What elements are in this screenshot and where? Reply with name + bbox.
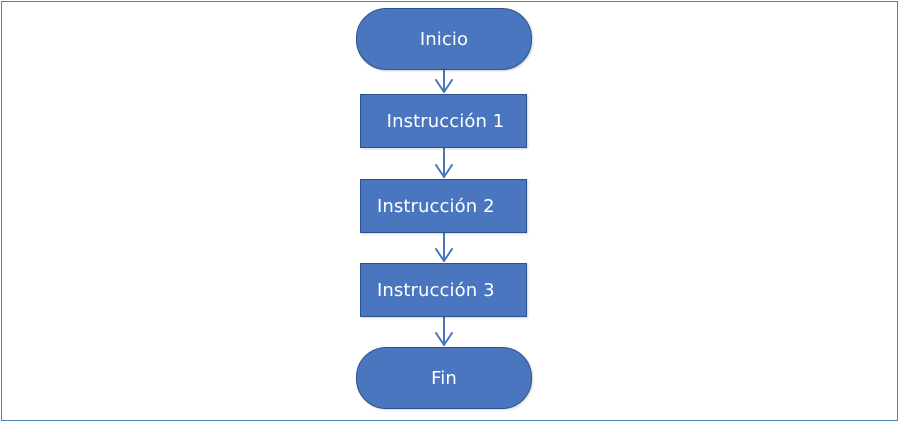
arrow-instruction-1-to-instruction-2 (435, 147, 453, 178)
instruction-2-node: Instrucción 2 (360, 179, 527, 233)
arrow-start-to-instruction-1 (435, 69, 453, 93)
start-node: Inicio (356, 8, 532, 70)
end-node: Fin (356, 347, 532, 409)
instruction-1-label: Instrucción 1 (386, 110, 505, 132)
arrow-instruction-2-to-instruction-3 (435, 232, 453, 262)
end-node-label: Fin (431, 367, 457, 389)
instruction-3-label: Instrucción 3 (377, 279, 495, 301)
arrow-instruction-3-to-end (435, 316, 453, 346)
instruction-3-node: Instrucción 3 (360, 263, 527, 317)
instruction-1-node: Instrucción 1 (360, 94, 527, 148)
instruction-2-label: Instrucción 2 (377, 195, 495, 217)
start-node-label: Inicio (419, 28, 469, 50)
